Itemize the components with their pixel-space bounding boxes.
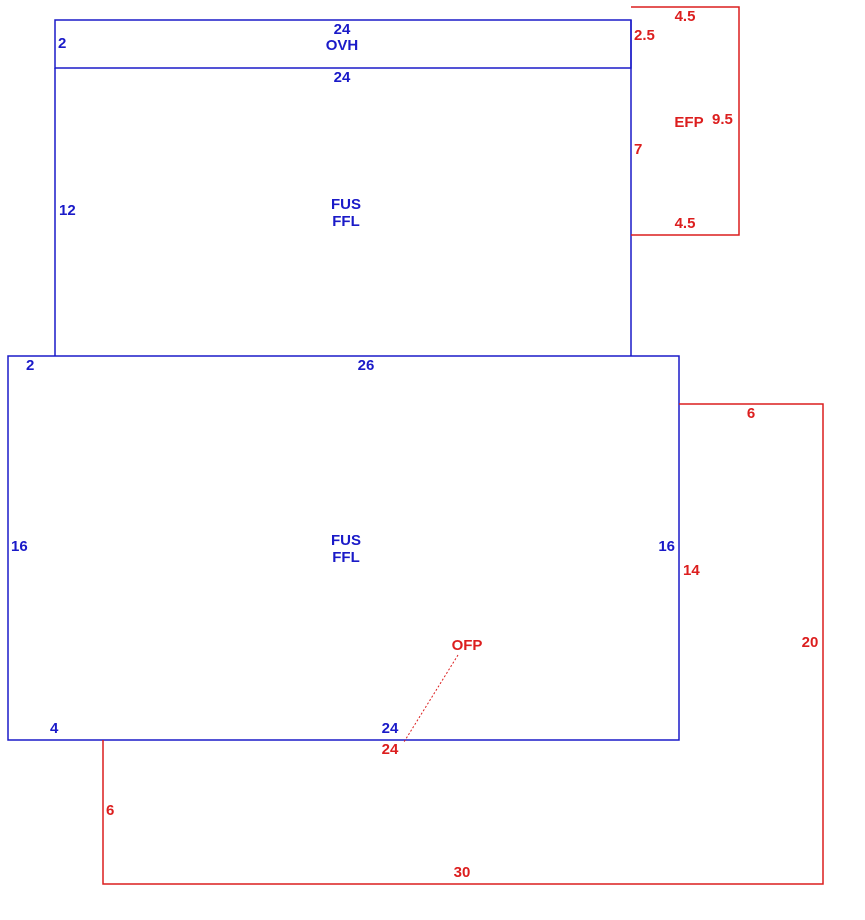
upper-right-top-dim: 2.5 bbox=[634, 27, 655, 44]
ofp-top-dim: 24 bbox=[382, 741, 399, 758]
ofp-right-dim: 20 bbox=[802, 634, 819, 651]
efp-code: EFP bbox=[674, 114, 703, 131]
lower-left-top-dim: 2 bbox=[26, 357, 34, 374]
lower-right-dim: 16 bbox=[658, 538, 675, 555]
lower-top-dim: 26 bbox=[358, 357, 375, 374]
upper-left-dim: 12 bbox=[59, 202, 76, 219]
ofp-leader-line bbox=[403, 654, 459, 743]
ofp-outline bbox=[102, 403, 824, 885]
ofp-left-dim: 6 bbox=[106, 802, 114, 819]
ovh-code: OVH bbox=[326, 37, 359, 54]
lower-outline bbox=[7, 355, 680, 741]
efp-bottom-dim: 4.5 bbox=[675, 215, 696, 232]
lower-bottom-left-dim: 4 bbox=[50, 720, 59, 737]
ofp-right-inner-dim: 14 bbox=[683, 562, 700, 579]
upper-code-ffl: FFL bbox=[332, 213, 360, 230]
upper-right-dim: 7 bbox=[634, 141, 642, 158]
ovh-top-dim: 24 bbox=[334, 21, 351, 38]
ofp-top-right-dim: 6 bbox=[747, 405, 755, 422]
ofp-bottom-dim: 30 bbox=[454, 864, 471, 881]
upper-code-fus: FUS bbox=[331, 196, 361, 213]
ovh-left-dim: 2 bbox=[58, 35, 66, 52]
lower-code-fus: FUS bbox=[331, 532, 361, 549]
lower-code-ffl: FFL bbox=[332, 549, 360, 566]
ovh-bottom-dim: 24 bbox=[334, 69, 351, 86]
ofp-code: OFP bbox=[452, 637, 483, 654]
efp-outline bbox=[631, 6, 740, 236]
efp-top-dim: 4.5 bbox=[675, 8, 696, 25]
lower-left-dim: 16 bbox=[11, 538, 28, 555]
lower-bottom-dim: 24 bbox=[382, 720, 399, 737]
efp-right-dim: 9.5 bbox=[712, 111, 733, 128]
